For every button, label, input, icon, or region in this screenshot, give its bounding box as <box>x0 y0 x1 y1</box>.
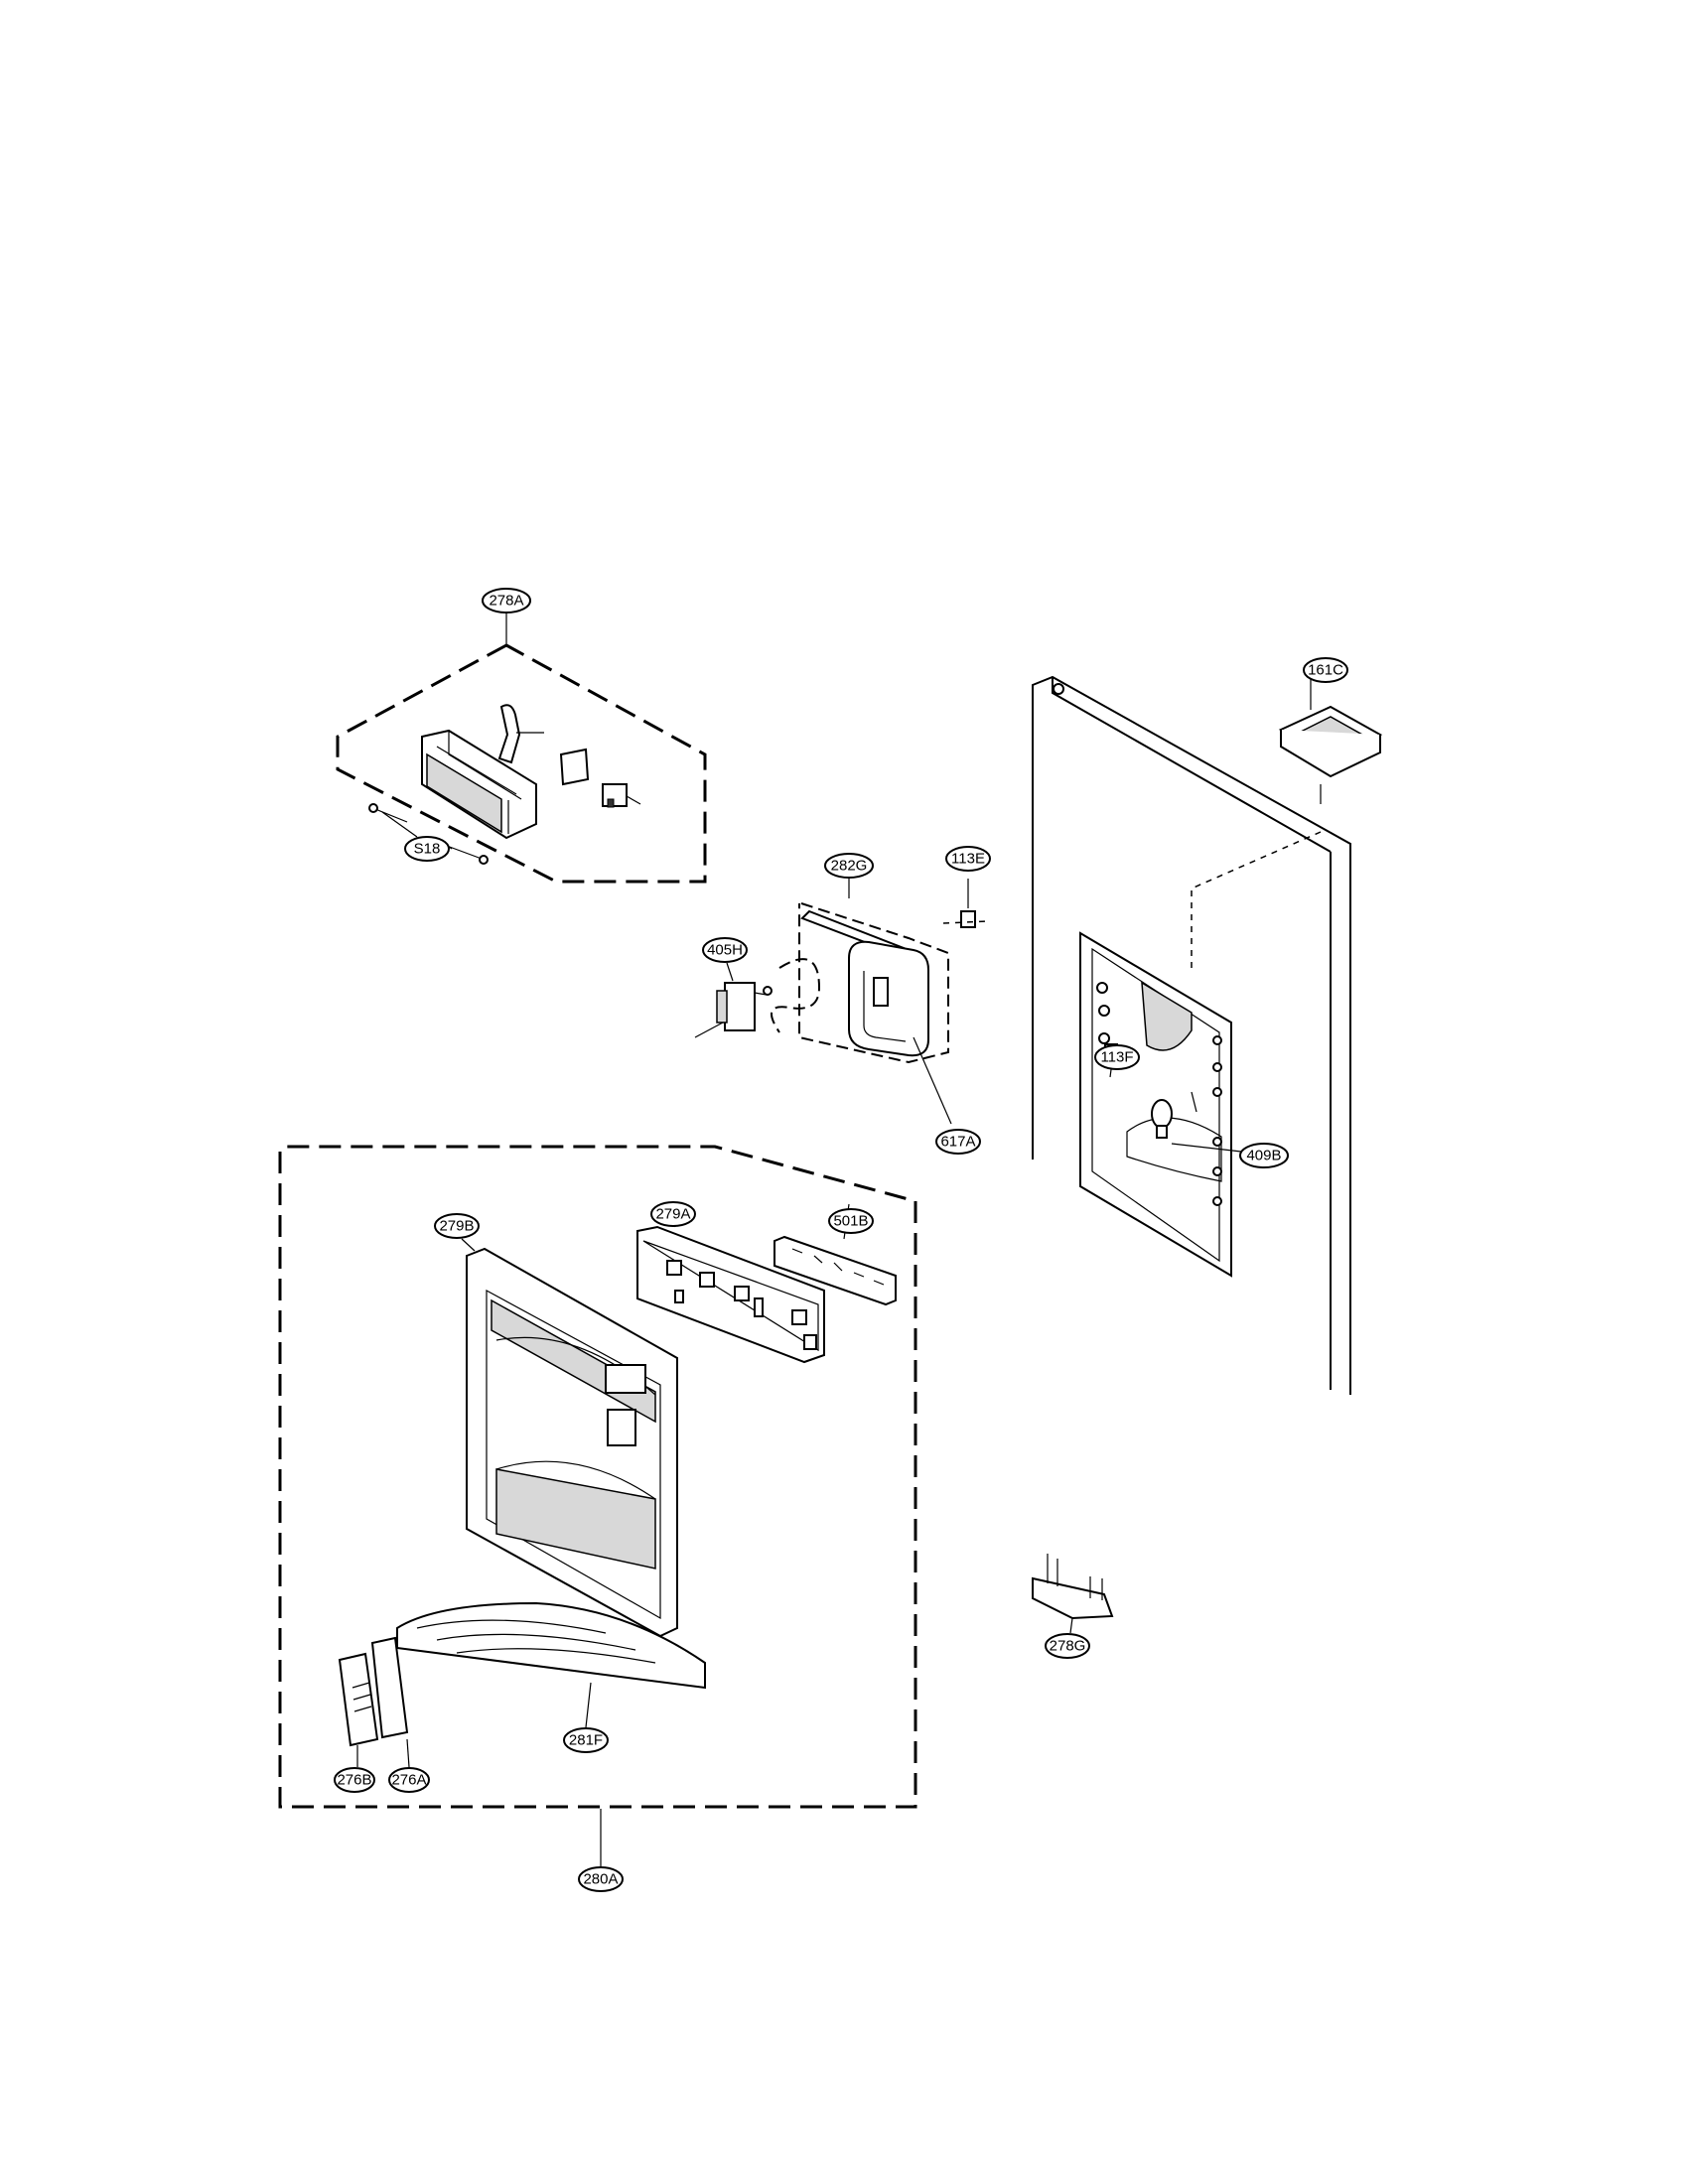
callout-501B: 501B <box>828 1208 874 1234</box>
callout-label: 617A <box>940 1134 975 1151</box>
assembly-278A <box>336 608 707 884</box>
assembly-280A <box>278 1145 917 1866</box>
callout-161C: 161C <box>1303 657 1348 683</box>
callout-S18: S18 <box>404 836 450 862</box>
callout-label: 409B <box>1246 1148 1281 1164</box>
callout-label: 276B <box>337 1772 371 1789</box>
callout-279B: 279B <box>434 1213 480 1239</box>
callout-label: S18 <box>414 841 441 858</box>
callout-409B: 409B <box>1239 1143 1289 1168</box>
callout-label: 281F <box>569 1732 603 1749</box>
callout-281F: 281F <box>563 1727 609 1753</box>
callout-113F: 113F <box>1094 1044 1140 1070</box>
callout-label: 282G <box>831 858 868 875</box>
door-panel <box>1032 675 1351 1395</box>
callout-282G: 282G <box>824 853 874 879</box>
callout-405H: 405H <box>702 937 748 963</box>
callout-279A: 279A <box>650 1201 696 1227</box>
callout-280A: 280A <box>578 1866 624 1892</box>
callout-label: 276A <box>391 1772 426 1789</box>
part-278G <box>1032 1554 1114 1634</box>
callout-label: 113E <box>951 851 985 868</box>
callout-label: 278A <box>489 593 523 610</box>
callout-276B: 276B <box>334 1767 375 1793</box>
part-405H <box>694 962 773 1038</box>
callout-617A: 617A <box>935 1129 981 1155</box>
callout-label: 161C <box>1308 662 1343 679</box>
callout-276A: 276A <box>388 1767 430 1793</box>
callout-label: 405H <box>707 942 743 959</box>
callout-113E: 113E <box>945 846 991 872</box>
callout-278G: 278G <box>1045 1633 1090 1659</box>
assembly-282G <box>771 874 989 1064</box>
part-161C <box>1278 670 1383 804</box>
callout-label: 280A <box>583 1871 618 1888</box>
callout-label: 113F <box>1100 1049 1133 1066</box>
callout-label: 501B <box>833 1213 868 1230</box>
callout-278A: 278A <box>482 588 531 614</box>
callout-label: 279B <box>439 1218 474 1235</box>
callout-label: 278G <box>1050 1638 1086 1655</box>
callout-label: 279A <box>655 1206 690 1223</box>
